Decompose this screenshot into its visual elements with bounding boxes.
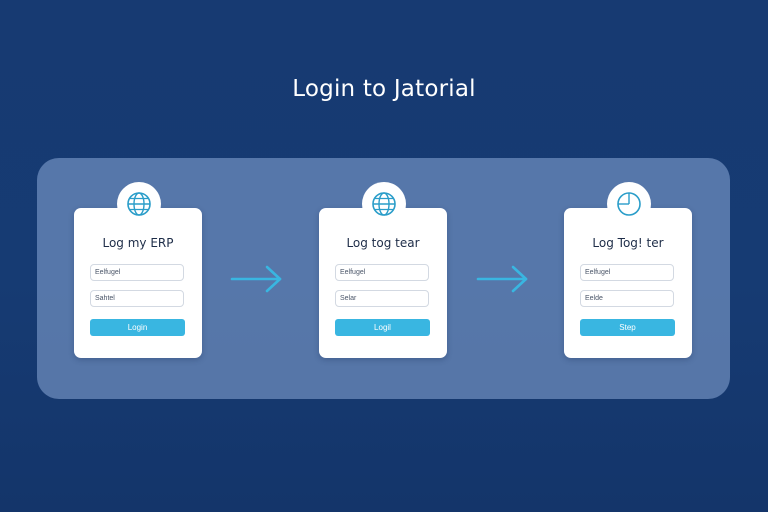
username-field[interactable]: Eelfugel	[335, 264, 429, 281]
card-title: Log Tog! ter	[592, 236, 664, 250]
login-card-2: Log tog tear Eelfugel Selar Logil	[319, 182, 447, 358]
card-icon-badge	[117, 182, 161, 226]
username-field[interactable]: Eelfugel	[580, 264, 674, 281]
arrow-right-icon	[476, 265, 528, 293]
step-button[interactable]: Step	[580, 319, 675, 336]
password-field[interactable]: Selar	[335, 290, 429, 307]
card-icon-badge	[362, 182, 406, 226]
flow-panel: Log my ERP Eelfugel Sahtel Login Log tog…	[37, 158, 730, 399]
globe-icon	[372, 192, 396, 216]
login-card-1: Log my ERP Eelfugel Sahtel Login	[74, 182, 202, 358]
clock-icon	[617, 192, 641, 216]
login-button[interactable]: Login	[90, 319, 185, 336]
globe-icon	[127, 192, 151, 216]
card-title: Log tog tear	[346, 236, 420, 250]
card-title: Log my ERP	[102, 236, 174, 250]
username-field[interactable]: Eelfugel	[90, 264, 184, 281]
login-button[interactable]: Logil	[335, 319, 430, 336]
password-field[interactable]: Eelde	[580, 290, 674, 307]
arrow-right-icon	[230, 265, 282, 293]
page-title: Login to Jatorial	[292, 76, 476, 102]
password-field[interactable]: Sahtel	[90, 290, 184, 307]
card-icon-badge	[607, 182, 651, 226]
login-card-3: Log Tog! ter Eelfugel Eelde Step	[564, 182, 692, 358]
